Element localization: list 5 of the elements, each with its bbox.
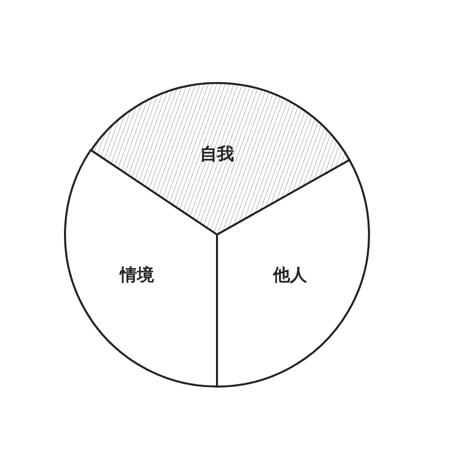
sector-label: 他人 [273,267,307,284]
sector-label: 自我 [200,146,234,164]
sector-label: 情境 [120,267,154,284]
pie-sector [90,83,350,235]
pie-sector [217,160,369,387]
